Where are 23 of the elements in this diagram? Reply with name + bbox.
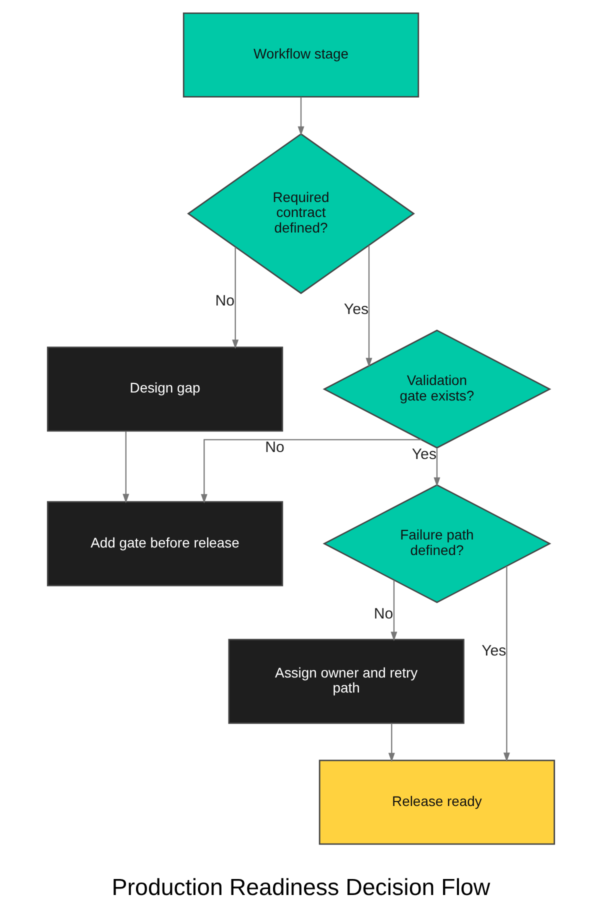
edge-label: No (215, 292, 235, 310)
node-diamond: Failure path defined? (322, 484, 552, 604)
arrow (503, 566, 510, 762)
edge-label: No (265, 438, 284, 456)
node-box: Workflow stage (182, 12, 420, 98)
arrow (366, 245, 372, 368)
arrow (122, 431, 130, 504)
node-box: Add gate before release (46, 501, 284, 586)
arrow (390, 580, 398, 642)
edge-label: No (374, 605, 394, 622)
node-box: Assign owner and retry path (228, 638, 464, 724)
caption: Production Readiness Decision Flow (112, 874, 490, 900)
node-diamond: Validation gate exists? (322, 330, 552, 449)
arrow (200, 439, 422, 504)
edge-label: Yes (482, 642, 506, 660)
arrow (232, 247, 239, 349)
node-box: Release ready (318, 760, 556, 845)
arrow (298, 97, 304, 136)
node-box: Design gap (46, 346, 284, 432)
arrow (434, 448, 440, 487)
node-diamond: Required contract defined? (187, 133, 415, 294)
arrow (388, 723, 395, 762)
edge-label: Yes (344, 301, 369, 318)
